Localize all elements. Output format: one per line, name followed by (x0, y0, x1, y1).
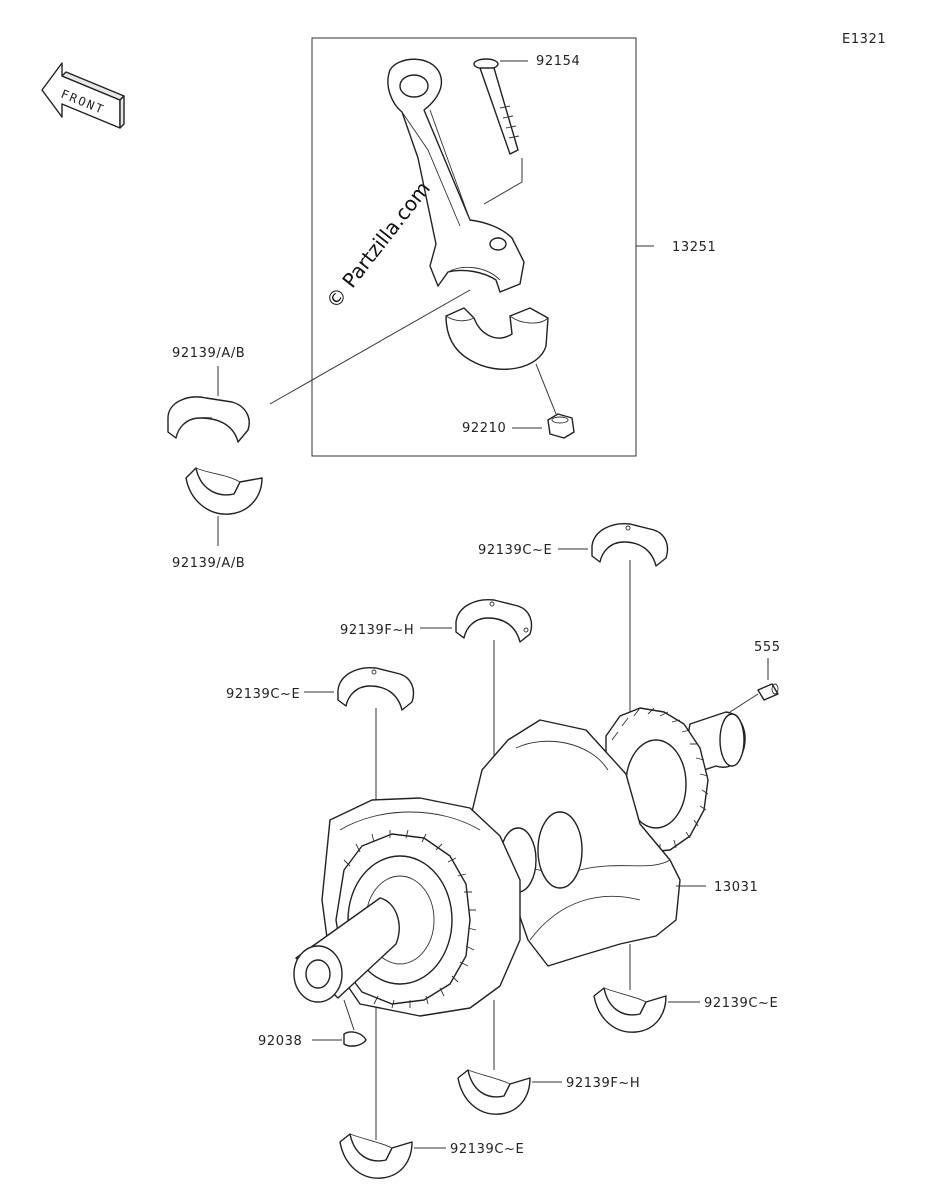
part-label-13031: 13031 (714, 880, 758, 895)
woodruff-key-92038 (343, 1031, 367, 1047)
dowel-pin-555 (757, 683, 779, 701)
part-label-92139ab-top: 92139/A/B (172, 346, 245, 361)
part-label-92139ce-top: 92139C~E (478, 543, 552, 558)
part-label-92139ab-bottom: 92139/A/B (172, 556, 245, 571)
rod-bolt-92154 (473, 58, 520, 155)
part-label-13251: 13251 (672, 240, 716, 255)
part-label-92139fh-top: 92139F~H (340, 623, 414, 638)
connecting-rod (387, 58, 525, 293)
main-bearing-shell-fh-bottom (457, 1069, 531, 1115)
part-label-92139fh-bottom: 92139F~H (566, 1076, 640, 1091)
connecting-rod-assembly-box (311, 37, 637, 457)
main-bearing-shell-ce-bottom (339, 1133, 413, 1179)
part-label-92139ce-bottom: 92139C~E (450, 1142, 524, 1157)
part-label-92139ce-right: 92139C~E (704, 996, 778, 1011)
rod-nut-92210 (547, 413, 575, 439)
main-bearing-shell-ce-left (337, 667, 415, 711)
connecting-rod-cap (445, 307, 549, 370)
watermark: © Partzilla.com (321, 177, 435, 313)
main-bearing-shell-ce-right (593, 987, 667, 1033)
part-label-92154: 92154 (536, 54, 580, 69)
rod-bearing-shell-lower (185, 467, 263, 515)
diagram-code: E1321 (842, 32, 886, 47)
front-arrow-icon: FRONT (41, 62, 125, 129)
part-label-555: 555 (754, 640, 781, 655)
part-label-92038: 92038 (258, 1034, 302, 1049)
part-label-92210: 92210 (462, 421, 506, 436)
main-bearing-shell-fh-top (455, 599, 533, 643)
part-label-92139ce-left: 92139C~E (226, 687, 300, 702)
rod-bearing-shell-upper (167, 396, 250, 443)
crankshaft-13031 (293, 707, 746, 1017)
main-bearing-shell-ce-top (591, 523, 669, 567)
